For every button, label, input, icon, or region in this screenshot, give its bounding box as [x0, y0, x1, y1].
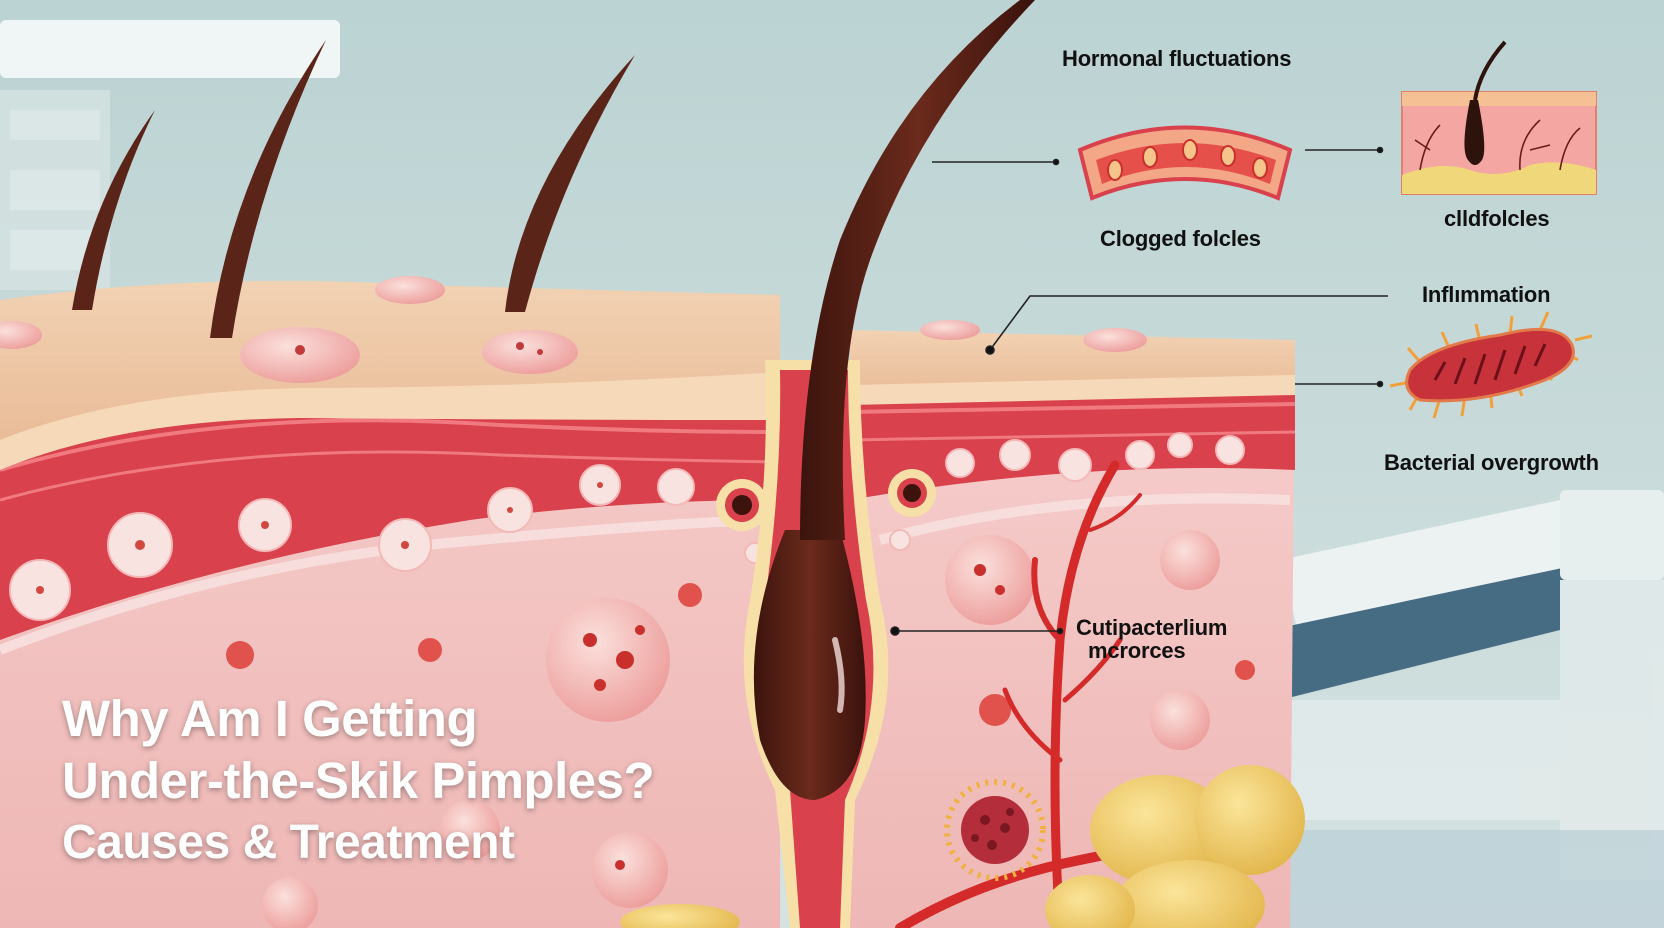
label-inflammation: Inflımmation — [1422, 282, 1551, 307]
ceiling-light — [0, 20, 340, 78]
deep-lesions — [226, 530, 1255, 928]
clogged-follicle-icon — [1077, 125, 1293, 201]
hair-follicle-section-icon — [1401, 40, 1597, 195]
label-mcrorces: mcrorces — [1088, 638, 1186, 663]
background-shelf — [0, 90, 110, 290]
label-clogged-follicles: Clogged folcles — [1100, 226, 1261, 251]
follicle-rings — [716, 469, 936, 531]
label-hormonal-fluctuations: Hormonal fluctuations — [1062, 46, 1292, 71]
title-line-1: Why Am I Getting — [62, 690, 478, 747]
label-bacterial-overgrowth: Bacterial overgrowth — [1384, 450, 1599, 475]
bacteria-icon — [1389, 311, 1593, 419]
page-title: Why Am I Getting Under-the-Skik Pimples?… — [62, 688, 655, 874]
title-line-2: Under-the-Skik Pimples? — [62, 752, 655, 809]
main-hair-shaft — [800, 0, 1035, 540]
title-line-3: Causes & Treatment — [62, 816, 515, 869]
immune-cell — [944, 779, 1046, 881]
fat-layer — [620, 765, 1305, 928]
leader-lines — [890, 146, 1388, 636]
label-clldfolcles: clldfolcles — [1444, 206, 1550, 231]
surface-bumps — [0, 276, 1147, 383]
hair-bulb — [753, 530, 866, 800]
epidermis-surface-left — [0, 280, 780, 460]
label-cutipacterlium: Cutipacterlium — [1076, 615, 1228, 640]
surface-hairs — [72, 40, 635, 338]
